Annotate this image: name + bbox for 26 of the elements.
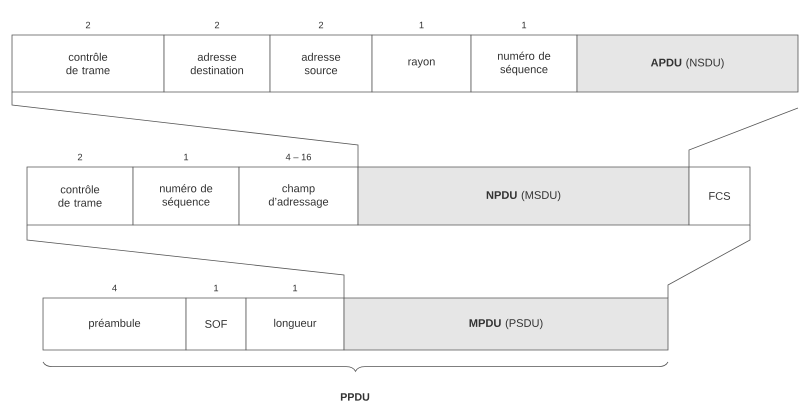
field-cell: adresse destination [164,34,270,92]
field-cell: numéro de séquence [132,166,240,226]
brace-label: PPDU [340,393,370,401]
byte-count: 2 [214,22,220,28]
field-cell: rayon [372,34,472,92]
byte-count: 1 [293,284,298,292]
field-cell: contrôle de trame [26,166,134,226]
payload-cell: MPDU (PSDU) [344,298,668,350]
field-cell: SOF [186,298,246,350]
field-cell: adresse source [270,34,372,92]
field-cell: champ d’adressage [238,166,358,226]
byte-count: 1 [420,22,424,28]
byte-count: 2 [78,154,82,160]
field-cell: numéro de séquence [470,34,578,92]
byte-count: 1 [522,22,526,28]
field-cell: FCS [688,166,750,226]
byte-count: 4 – 16 [286,154,312,160]
field-cell: contrôle de trame [12,34,164,92]
byte-count: 1 [184,154,188,160]
byte-count: 2 [86,22,90,28]
byte-count: 1 [214,284,218,292]
payload-cell: APDU (NSDU) [576,34,798,92]
byte-count: 2 [318,22,324,28]
byte-count: 4 [112,284,117,292]
field-cell: longueur [246,298,344,350]
payload-cell: NPDU (MSDU) [358,166,690,226]
